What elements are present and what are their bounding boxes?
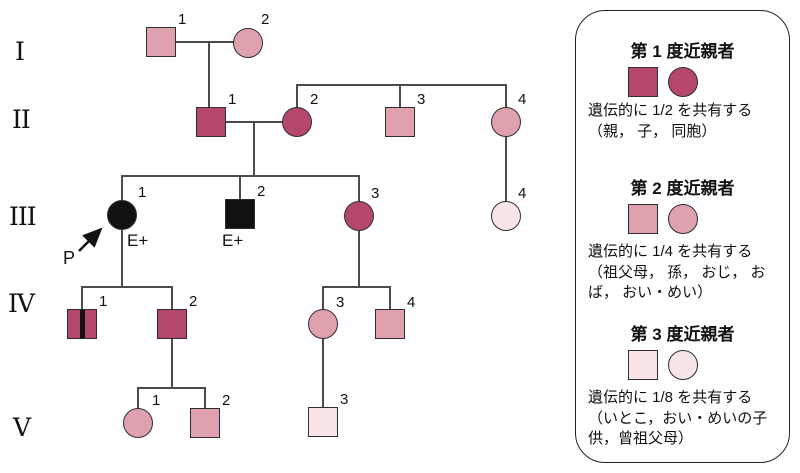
connector-line (171, 338, 173, 389)
legend-section3-title: 第 3 度近親者 (630, 325, 735, 344)
legend-section2-share: 遺伝的に 1/4 を共有する (588, 243, 753, 260)
person-I-2-circle (233, 28, 263, 58)
person-IV-1-square (67, 309, 97, 339)
person-III-4-circle (491, 201, 521, 231)
person-II-1-square (196, 107, 226, 137)
connector-line (176, 41, 234, 43)
connector-line (399, 84, 401, 108)
legend-second-degree-circle (668, 204, 698, 234)
connector-line (208, 42, 210, 108)
legend-section3-examples: （いとこ，おい・めいの子供，曾祖父母） (588, 410, 768, 447)
connector-line (253, 122, 255, 177)
person-I-1-square (146, 27, 176, 57)
person-V-3-square (308, 407, 338, 437)
person-I-2-label: 2 (261, 11, 270, 28)
connector-line (322, 338, 324, 408)
person-II-4-label: 4 (518, 91, 527, 108)
connector-line (358, 230, 360, 288)
legend-section1-examples: （親， 子， 同胞） (588, 123, 717, 140)
carrier-bar (80, 310, 85, 338)
connector-line (322, 286, 324, 310)
connector-line (225, 121, 283, 123)
legend-section1-title: 第 1 度近親者 (630, 42, 735, 61)
generation-label-4: IV (8, 289, 35, 318)
person-IV-3-label: 3 (336, 294, 345, 311)
person-II-3-square (385, 107, 415, 137)
connector-line (121, 229, 123, 288)
connector-line (81, 286, 173, 288)
generation-label-1: I (15, 37, 25, 66)
person-IV-1-label: 1 (99, 293, 108, 310)
connector-line (81, 286, 83, 310)
proband-pointer-label: P (63, 248, 76, 268)
connector-line (137, 387, 139, 409)
person-II-2-circle (282, 107, 312, 137)
person-IV-4-square (375, 309, 405, 339)
connector-line (171, 286, 173, 310)
legend-section1-share: 遺伝的に 1/2 を共有する (588, 102, 753, 119)
legend-section3-share: 遺伝的に 1/8 を共有する (588, 389, 753, 406)
connector-line (358, 175, 360, 202)
connector-line (296, 84, 507, 86)
person-IV-4-label: 4 (407, 294, 416, 311)
connector-line (239, 175, 241, 200)
legend-first-degree-square (628, 67, 658, 97)
person-III-1-label: 1 (138, 184, 147, 201)
person-V-1-label: 1 (152, 392, 161, 409)
person-V-3-label: 3 (340, 391, 349, 408)
person-II-2-label: 2 (310, 91, 319, 108)
person-V-1-circle (123, 408, 153, 438)
legend-second-degree-square (628, 204, 658, 234)
person-III-1-annotation: E+ (127, 231, 149, 250)
generation-label-3: III (9, 202, 37, 231)
person-II-4-circle (491, 107, 521, 137)
connector-line (389, 286, 391, 310)
connector-line (137, 387, 206, 389)
generation-label-5: V (13, 413, 31, 442)
legend-section2-examples: （祖父母， 孫， おじ， おば， おい・めい） (588, 264, 766, 301)
generation-label-2: II (12, 105, 31, 134)
person-I-1-label: 1 (178, 11, 187, 28)
person-V-2-label: 2 (222, 392, 231, 409)
person-II-3-label: 3 (417, 91, 426, 108)
person-III-2-label: 2 (257, 183, 266, 200)
person-III-1-circle-proband (107, 200, 137, 230)
legend-first-degree-circle (668, 67, 698, 97)
connector-line (296, 84, 298, 108)
person-IV-2-label: 2 (189, 293, 198, 310)
connector-line (505, 84, 507, 108)
person-IV-3-circle (308, 309, 338, 339)
person-IV-2-square (157, 309, 187, 339)
legend-third-degree-circle (668, 350, 698, 380)
person-III-3-circle (344, 201, 374, 231)
legend-third-degree-square (628, 350, 658, 380)
person-III-2-square (225, 199, 255, 229)
person-III-3-label: 3 (371, 185, 380, 202)
connector-line (505, 136, 507, 202)
connector-line (204, 387, 206, 409)
person-V-2-square (190, 408, 220, 438)
connector-line (322, 286, 391, 288)
person-III-2-annotation: E+ (222, 231, 244, 250)
legend-section2-title: 第 2 度近親者 (630, 179, 735, 198)
person-III-4-label: 4 (518, 185, 527, 202)
connector-line (121, 175, 123, 201)
proband-arrow-icon (78, 227, 103, 252)
person-II-1-label: 1 (228, 91, 237, 108)
